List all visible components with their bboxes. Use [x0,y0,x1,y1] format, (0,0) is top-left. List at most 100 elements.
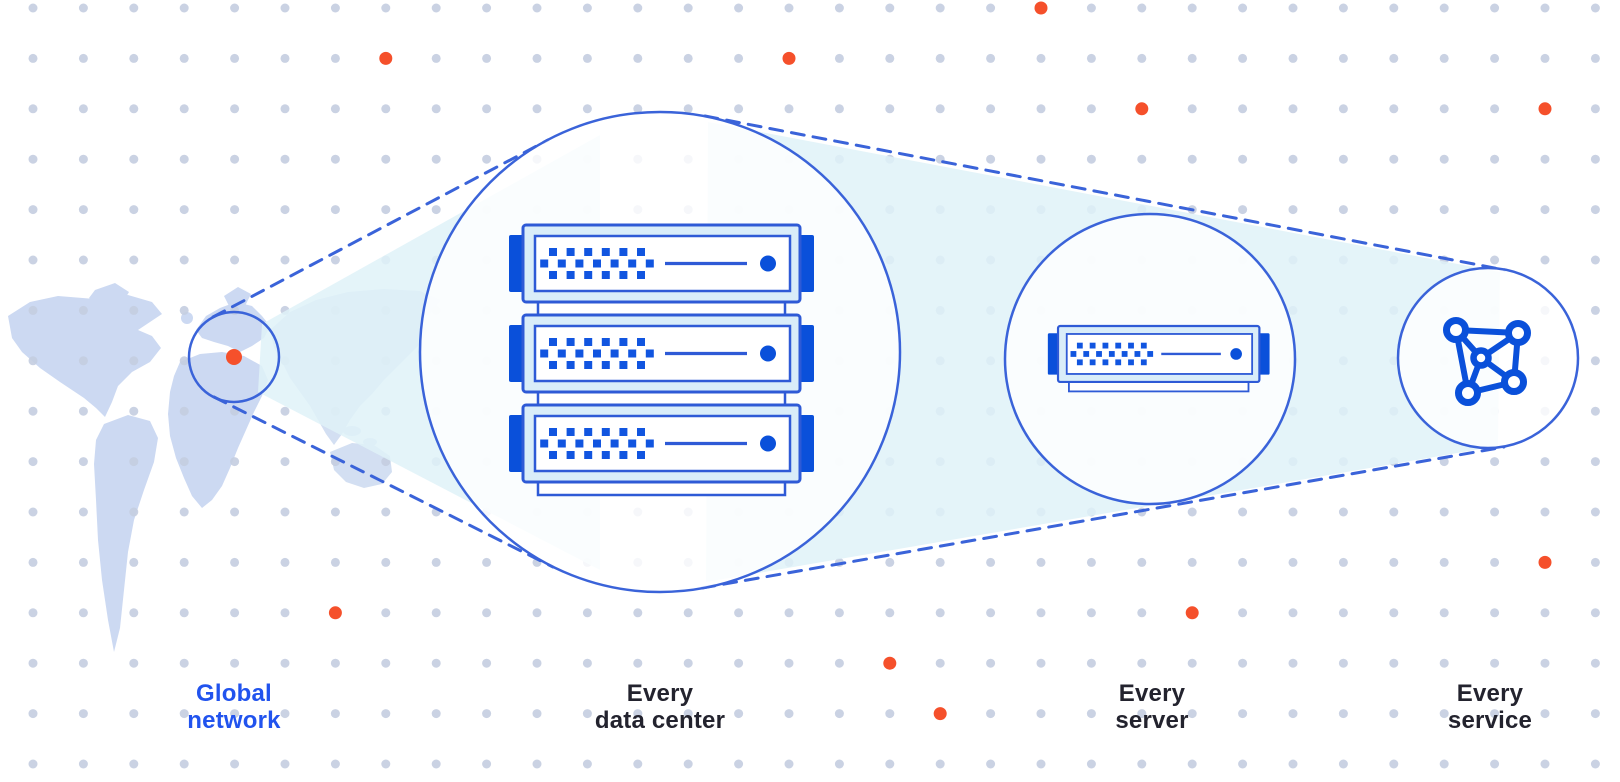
vent-square [637,361,645,369]
grid-dot [1540,3,1550,13]
server-tray [536,480,787,497]
grid-dot [28,3,38,13]
vent-square [1070,351,1077,357]
grid-dot [431,53,441,63]
grid-dot [784,658,794,668]
grid-dot [834,608,844,618]
grid-dot [1288,557,1298,567]
grid-dot [482,759,492,769]
vent-square [584,248,593,256]
grid-dot [129,205,139,215]
caption-line: server [1115,707,1189,734]
region-scandinavia [224,287,251,308]
vent-square [549,338,557,346]
grid-dot [28,608,38,618]
grid-dot [734,608,744,618]
grid-dot [1389,53,1399,63]
grid-dot [482,658,492,668]
mesh-node [1505,320,1531,346]
grid-dot [683,104,693,114]
grid-dot [129,154,139,164]
dashed-line-top-left [211,138,550,319]
grid-dot [1187,557,1197,567]
grid-dot [280,205,290,215]
vent-square [1140,359,1147,366]
grid-dot [330,255,340,265]
grid-dot [1086,104,1096,114]
vent-square [566,248,575,256]
grid-dot [1590,205,1600,215]
grid-dot [280,457,290,467]
grid-dot [330,205,340,215]
grid-dot [1590,406,1600,416]
vent-square [601,338,610,346]
grid-dot [734,53,744,63]
accent-dot [883,656,897,670]
grid-dot [532,658,542,668]
grid-dot [1439,709,1449,719]
vent-square [637,451,645,459]
grid-dot [431,3,441,13]
grid-dot [381,709,391,719]
grid-dot [230,205,240,215]
grid-dot [582,709,592,719]
grid-dot [986,658,996,668]
grid-dot [431,154,441,164]
vent-square [1076,359,1083,366]
grid-dot [1238,3,1248,13]
grid-dot [482,104,492,114]
grid-dot [28,305,38,315]
vent-square [575,439,584,448]
grid-dot [784,759,794,769]
grid-dot [1187,3,1197,13]
grid-dot [633,608,643,618]
grid-dot [330,53,340,63]
grid-dot [1490,205,1500,215]
grid-dot [1439,53,1449,63]
server-tab-right [799,235,814,292]
grid-dot [1238,104,1248,114]
vent-square [1121,351,1128,357]
dashed-line-bottom-right [700,445,1506,590]
grid-dot [230,507,240,517]
grid-dot [381,154,391,164]
grid-dot [784,608,794,618]
server-power-dot [760,345,776,362]
server-tab-left [509,415,524,472]
grid-dot [734,759,744,769]
grid-dot [78,709,88,719]
caption-every-data-center: Every data center [595,680,725,734]
server-tray [536,300,787,317]
vent-square [619,248,628,256]
grid-dot [633,53,643,63]
grid-dot [330,154,340,164]
grid-dot [1439,154,1449,164]
data-center-rack-icon [509,223,814,497]
grid-dot [532,709,542,719]
grid-dot [431,608,441,618]
grid-dot [1540,608,1550,618]
grid-dot [280,255,290,265]
vent-square [584,428,593,436]
vent-square [1140,342,1147,349]
vent-square [1089,342,1096,349]
grid-dot [1187,104,1197,114]
grid-dot [230,658,240,668]
grid-dot [1540,507,1550,517]
vent-square [566,361,575,369]
grid-dot [1137,557,1147,567]
vent-square [1096,351,1102,357]
grid-dot [633,104,643,114]
mesh-center-node [1470,347,1492,369]
grid-dot [482,3,492,13]
grid-dot [1036,154,1046,164]
grid-dot [381,507,391,517]
grid-dot [1490,255,1500,265]
network-mesh-icon [1443,317,1531,406]
grid-dot [885,557,895,567]
island-uk [181,312,193,324]
vent-square [610,349,619,358]
vent-square [584,338,593,346]
vent-square [1115,342,1122,349]
grid-dot [381,557,391,567]
